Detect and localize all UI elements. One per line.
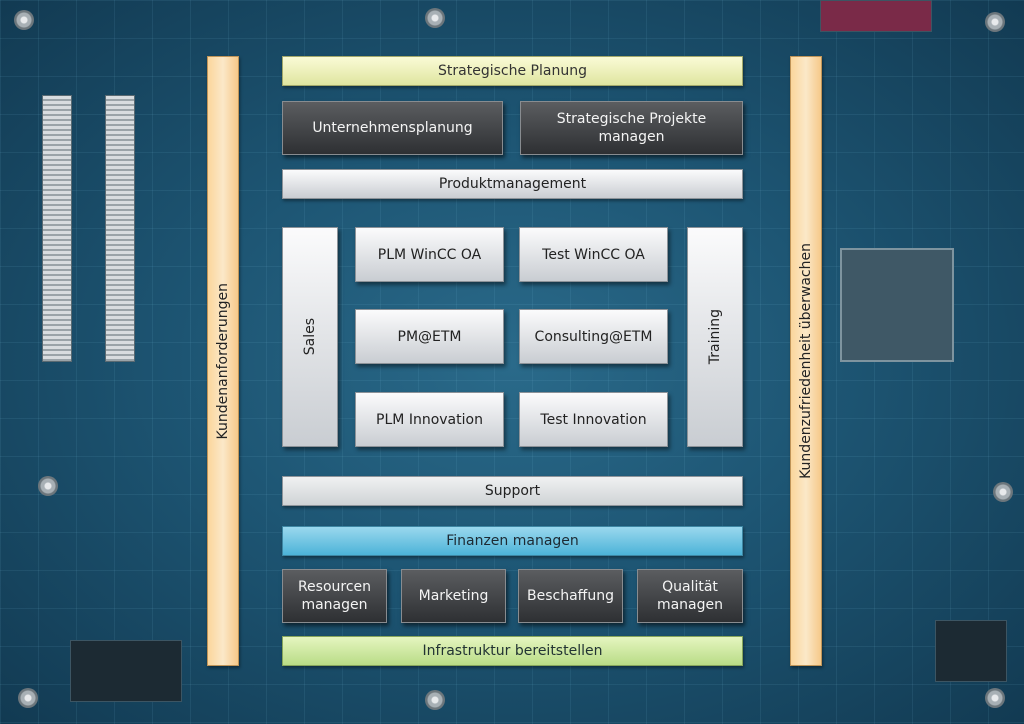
box-plm-innovation: PLM Innovation [355, 392, 504, 447]
box-label: Test Innovation [540, 411, 647, 428]
box-consulting-etm: Consulting@ETM [519, 309, 668, 364]
box-label-line1: Resourcen [297, 579, 372, 595]
pillar-kundenzufriedenheit: Kundenzufriedenheit überwachen [790, 56, 822, 666]
screw-icon [38, 476, 58, 496]
box-label: Beschaffung [527, 588, 614, 604]
box-label: PM@ETM [397, 328, 462, 345]
screw-icon [985, 688, 1005, 708]
bar-support: Support [282, 476, 743, 506]
screw-icon [18, 688, 38, 708]
box-qualitaet-managen: Qualität managen [637, 569, 743, 623]
screw-icon [425, 690, 445, 710]
bar-finanzen-managen: Finanzen managen [282, 526, 743, 556]
box-label: PLM Innovation [376, 411, 483, 428]
box-training: Training [687, 227, 743, 447]
chip-bottom-right [935, 620, 1007, 682]
screw-icon [985, 12, 1005, 32]
box-ressourcen-managen: Resourcen managen [282, 569, 387, 623]
screw-icon [425, 8, 445, 28]
box-unternehmensplanung: Unternehmensplanung [282, 101, 503, 155]
pillar-right-label: Kundenzufriedenheit überwachen [798, 243, 814, 479]
bar-label: Support [484, 483, 541, 499]
bar-label: Strategische Planung [438, 63, 587, 79]
bar-strategische-planung: Strategische Planung [282, 56, 743, 86]
chip-bottom-left [70, 640, 182, 702]
box-strategische-projekte: Strategische Projekte managen [520, 101, 743, 155]
bar-infrastruktur-bereitstellen: Infrastruktur bereitstellen [282, 636, 743, 666]
bar-label: Finanzen managen [446, 533, 579, 549]
box-pm-etm: PM@ETM [355, 309, 504, 364]
pci-slot-right [105, 95, 135, 362]
bar-produktmanagement: Produktmanagement [282, 169, 743, 199]
box-test-wincc-oa: Test WinCC OA [519, 227, 668, 282]
pillar-left-label: Kundenanforderungen [215, 282, 231, 440]
cpu-socket [840, 248, 954, 362]
box-label-line2: managen [656, 597, 724, 613]
sales-label: Sales [302, 318, 318, 356]
chip-top [820, 0, 932, 32]
box-sales: Sales [282, 227, 338, 447]
box-label-line1: Strategische Projekte [556, 111, 707, 127]
box-label-line1: Qualität [662, 579, 718, 595]
bar-label: Produktmanagement [438, 176, 587, 192]
pci-slot-left [42, 95, 72, 362]
box-beschaffung: Beschaffung [518, 569, 623, 623]
screw-icon [14, 10, 34, 30]
box-label: Unternehmensplanung [312, 120, 473, 136]
box-plm-wincc-oa: PLM WinCC OA [355, 227, 504, 282]
box-label-line2: managen [598, 129, 665, 145]
screw-icon [993, 482, 1013, 502]
box-label: Marketing [418, 588, 489, 604]
box-label-line2: managen [301, 597, 368, 613]
box-label: PLM WinCC OA [377, 246, 482, 263]
pillar-kundenanforderungen: Kundenanforderungen [207, 56, 239, 666]
box-label: Consulting@ETM [534, 328, 653, 345]
box-label: Test WinCC OA [542, 246, 645, 263]
box-marketing: Marketing [401, 569, 506, 623]
training-label: Training [707, 309, 723, 365]
bar-label: Infrastruktur bereitstellen [422, 643, 603, 659]
box-test-innovation: Test Innovation [519, 392, 668, 447]
